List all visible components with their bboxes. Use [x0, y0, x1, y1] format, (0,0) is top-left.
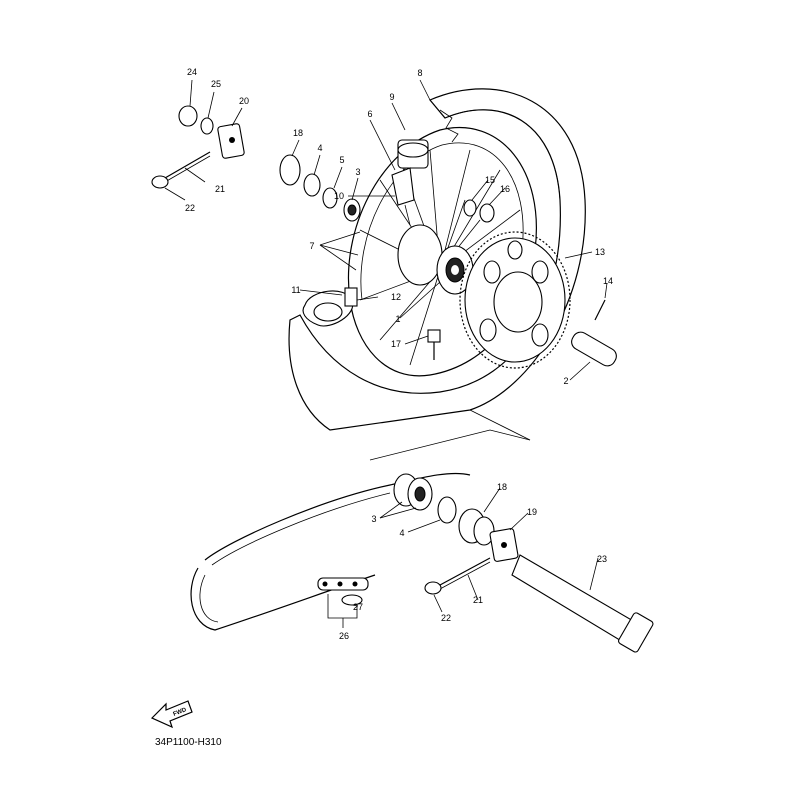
- upper-chain-adjuster: [151, 105, 245, 189]
- callout-13: 13: [595, 247, 605, 257]
- hub: [397, 224, 474, 295]
- callout-8: 8: [417, 68, 422, 78]
- callout-21-top: 21: [215, 184, 225, 194]
- lower-adjuster-bolt: [424, 557, 491, 595]
- callout-18-top: 18: [293, 128, 303, 138]
- callout-9: 9: [389, 92, 394, 102]
- fwd-label: FWD: [173, 707, 189, 718]
- callout-26: 26: [339, 631, 349, 641]
- callout-2: 2: [563, 376, 568, 386]
- leader-lines: [164, 79, 608, 628]
- forward-arrow-icon: FWD: [150, 700, 193, 729]
- callout-20: 20: [239, 96, 249, 106]
- callout-4-top: 4: [317, 143, 322, 153]
- callout-21-bottom: 21: [473, 595, 483, 605]
- callout-17: 17: [391, 339, 401, 349]
- callout-7: 7: [309, 241, 314, 251]
- callout-22-top: 22: [185, 203, 195, 213]
- tire: [288, 88, 586, 431]
- callout-18-bottom: 18: [497, 482, 507, 492]
- collars-15-16: [463, 199, 495, 223]
- callout-27: 27: [353, 602, 363, 612]
- callout-15: 15: [485, 175, 495, 185]
- callout-10: 10: [334, 191, 344, 201]
- callout-14: 14: [603, 276, 613, 286]
- rear-sprocket: [459, 231, 571, 369]
- callout-24: 24: [187, 67, 197, 77]
- callout-23: 23: [597, 554, 607, 564]
- callout-22-bottom: 22: [441, 613, 451, 623]
- callout-4-bottom: 4: [399, 528, 404, 538]
- callout-3-top: 3: [355, 167, 360, 177]
- diagram-code: 34P1100-H310: [155, 737, 222, 748]
- callout-labels: 24 25 20 18 4 5 3 21 22 8 9 6 10 15 16 7…: [185, 67, 613, 641]
- callout-12: 12: [391, 292, 401, 302]
- lower-hub-parts: [393, 473, 519, 562]
- callout-6: 6: [367, 109, 372, 119]
- group-outline: [369, 409, 531, 461]
- callout-25: 25: [211, 79, 221, 89]
- drive-chain: [190, 472, 471, 631]
- callout-1: 1: [395, 314, 400, 324]
- left-hub-parts: [279, 154, 361, 222]
- callout-11: 11: [291, 285, 300, 295]
- tire-tread: [439, 109, 459, 143]
- wheel-axle: [511, 554, 654, 653]
- callout-19: 19: [527, 507, 537, 517]
- sprocket-bolt-and-collar: [571, 299, 617, 367]
- callout-16: 16: [500, 184, 510, 194]
- rim-lock: [391, 139, 429, 226]
- chain-master-link: [317, 577, 369, 606]
- rim: [347, 127, 537, 377]
- callout-3-bottom: 3: [371, 514, 376, 524]
- callout-5: 5: [339, 155, 344, 165]
- brake-parts: [302, 287, 441, 360]
